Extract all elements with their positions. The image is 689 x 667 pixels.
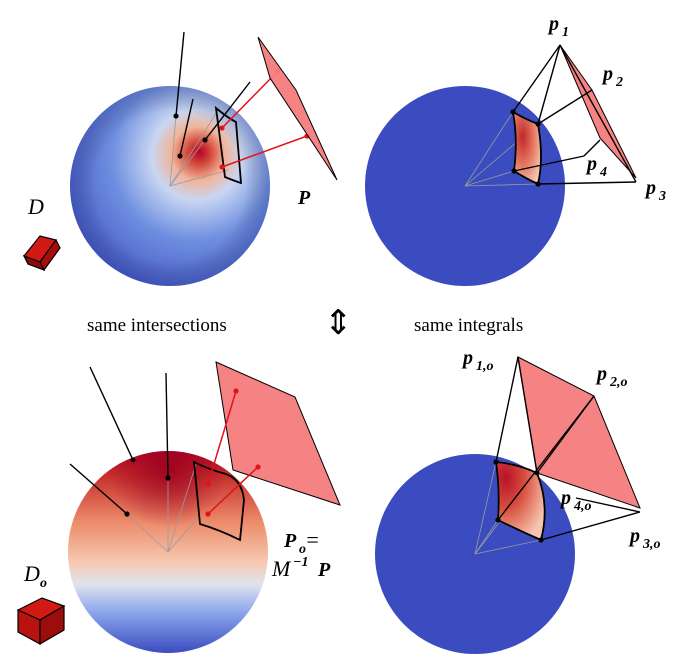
svg-text:p: p: [547, 13, 559, 35]
label-p1o: p 1,o: [461, 347, 494, 374]
svg-text:M: M: [271, 556, 292, 581]
svg-text:D: D: [23, 561, 40, 586]
top-left-plane: [257, 36, 338, 181]
svg-text:p: p: [559, 487, 571, 509]
red-ray-2: [221, 135, 308, 168]
label-p2: p 2: [601, 63, 623, 90]
svg-text:3: 3: [658, 189, 666, 204]
bottom-left-center-lines: [126, 463, 201, 553]
bottom-left-cube-icon: [16, 597, 66, 646]
svg-text:p: p: [585, 153, 597, 175]
top-left-panel: P D: [22, 31, 338, 286]
svg-text:o: o: [40, 576, 47, 591]
svg-text:p: p: [601, 63, 613, 85]
same-intersections-label: same intersections: [87, 315, 227, 336]
ray-1: [175, 31, 185, 117]
svg-text:o: o: [299, 542, 306, 557]
ray-3: [204, 81, 251, 141]
top-left-cube-icon: [22, 235, 61, 272]
bottom-right-panel: p 1,o p 2,o p 4,o p 3,o: [375, 347, 661, 654]
ray-2: [179, 98, 194, 157]
label-p3o: p 3,o: [628, 525, 661, 552]
svg-text:2,o: 2,o: [609, 375, 628, 390]
label-p1: p 1: [547, 13, 569, 40]
svg-text:p: p: [461, 347, 473, 369]
svg-text:=: =: [305, 527, 320, 552]
svg-text:p: p: [644, 177, 656, 199]
red-ray-1: [221, 70, 279, 129]
svg-text:P: P: [283, 530, 297, 552]
top-left-patch: [214, 105, 243, 185]
middle-row: same intersections ⇕ same integrals: [87, 303, 523, 343]
svg-text:4,o: 4,o: [573, 499, 592, 514]
top-left-cube-label: D: [27, 194, 44, 219]
label-p2o: p 2,o: [595, 363, 628, 390]
bottom-left-cube-label: D o: [23, 561, 47, 591]
label-p4: p 4: [585, 153, 607, 180]
same-integrals-label: same integrals: [414, 315, 523, 336]
label-p4o: p 4,o: [559, 487, 592, 514]
top-right-panel: p 1 p 2 p 4 p 3: [365, 13, 666, 286]
bottom-left-panel: P o = M −1 P D o: [16, 361, 341, 653]
top-left-center-lines: [169, 111, 229, 187]
svg-text:p: p: [595, 363, 607, 385]
double-arrow-icon: ⇕: [324, 303, 353, 343]
svg-text:p: p: [628, 525, 640, 547]
svg-text:−1: −1: [293, 555, 308, 570]
bottom-left-patch: [192, 460, 245, 542]
svg-text:1: 1: [562, 25, 569, 40]
svg-text:1,o: 1,o: [476, 359, 494, 374]
label-po-equation: P o = M −1 P: [271, 527, 331, 581]
top-left-plane-label: P: [297, 187, 311, 209]
label-p3: p 3: [644, 177, 666, 204]
svg-text:P: P: [317, 559, 331, 581]
svg-text:2: 2: [615, 75, 623, 90]
svg-text:3,o: 3,o: [642, 537, 661, 552]
svg-text:4: 4: [599, 165, 607, 180]
bottom-left-plane: [215, 361, 341, 506]
